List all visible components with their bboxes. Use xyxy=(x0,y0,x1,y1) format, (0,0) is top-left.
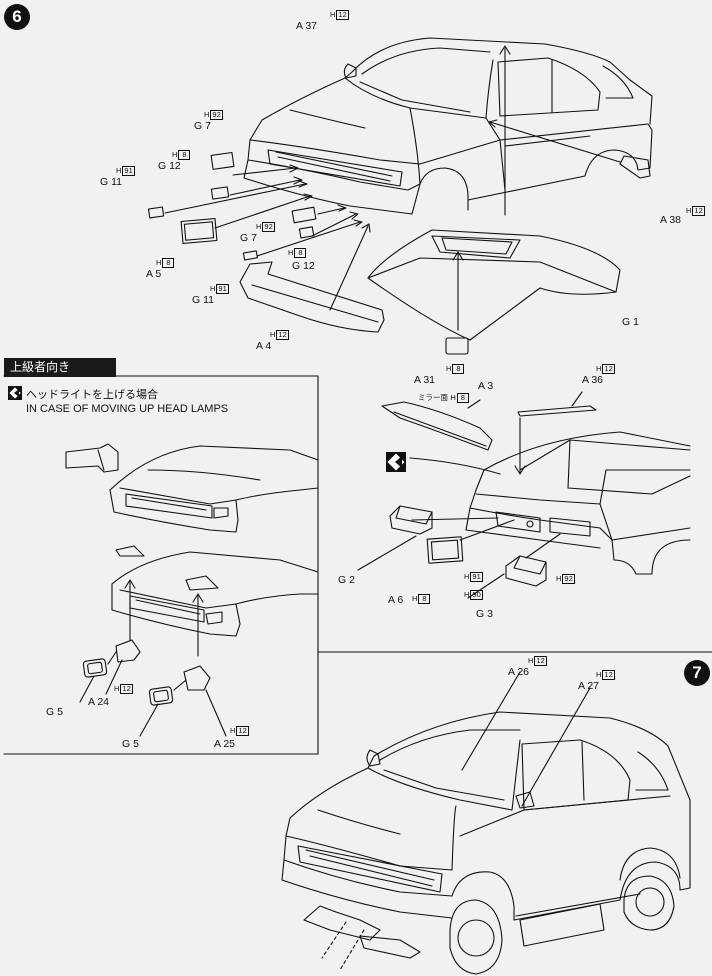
advanced-frame xyxy=(3,375,319,755)
label-g1: G 1 xyxy=(622,316,639,328)
part-a38-mirror xyxy=(619,155,651,179)
part-g11-lower xyxy=(242,250,258,261)
step-7-badge: 7 xyxy=(684,660,710,686)
label-a5: A 5 xyxy=(146,268,162,280)
label-a36: A 36 xyxy=(582,374,604,386)
popup-lamp-right xyxy=(185,575,219,591)
advanced-title-jp: ヘッドライトを上げる場合 xyxy=(26,388,158,401)
label-a24: A 24 xyxy=(88,696,110,708)
label-g7-upper: G 7 xyxy=(194,120,211,132)
part-g12-lower xyxy=(298,226,315,239)
label-a31: A 31 xyxy=(414,374,436,386)
label-a25: A 25 xyxy=(214,738,236,750)
step7-car xyxy=(281,671,691,975)
advanced-lower-car xyxy=(111,545,319,657)
part-a36-wiper xyxy=(517,405,597,417)
label-g2: G 2 xyxy=(338,574,355,586)
label-a27: A 27 xyxy=(578,680,600,692)
part-a24 xyxy=(115,639,141,663)
label-a4: A 4 xyxy=(256,340,272,352)
part-a4-spoiler xyxy=(239,261,385,333)
label-a6: A 6 xyxy=(388,594,404,606)
label-g7-lower: G 7 xyxy=(240,232,257,244)
label-g5-left: G 5 xyxy=(46,706,63,718)
advanced-header: 上級者向き xyxy=(4,358,116,377)
advanced-title-en: IN CASE OF MOVING UP HEAD LAMPS xyxy=(26,403,229,415)
part-g7-upper xyxy=(210,151,235,170)
part-g11-upper xyxy=(147,206,165,219)
label-g12-lower: G 12 xyxy=(292,260,315,272)
part-g7-lower xyxy=(291,206,317,224)
part-a31 xyxy=(445,337,469,355)
part-g12-upper xyxy=(210,186,230,200)
popup-lamp-left xyxy=(115,545,145,557)
label-g11-upper: G 11 xyxy=(100,176,122,188)
rear-car-body xyxy=(465,431,691,575)
hand-icon xyxy=(65,443,119,473)
part-a3-spoiler xyxy=(381,401,493,451)
label-a3: A 3 xyxy=(478,380,494,392)
step6-car-body xyxy=(164,37,653,311)
part-a5 xyxy=(180,218,218,244)
step6-small-parts xyxy=(147,151,651,333)
part-g5-left xyxy=(82,658,108,678)
rear-direction-diamond-icon xyxy=(386,452,406,472)
part-a6-plate xyxy=(426,536,464,564)
advanced-upper-car xyxy=(65,443,319,533)
label-g3: G 3 xyxy=(476,608,493,620)
part-g1-hatch xyxy=(367,229,621,341)
part-a25 xyxy=(183,665,211,691)
label-g11-lower: G 11 xyxy=(192,294,214,306)
part-g5-right xyxy=(148,686,174,706)
direction-diamond-icon xyxy=(8,386,22,400)
label-a37: A 37 xyxy=(296,20,318,32)
label-g12-upper: G 12 xyxy=(158,160,181,172)
label-a38: A 38 xyxy=(660,214,682,226)
step-6-badge: 6 xyxy=(4,4,30,30)
label-g5-right: G 5 xyxy=(122,738,139,750)
label-a26: A 26 xyxy=(508,666,530,678)
